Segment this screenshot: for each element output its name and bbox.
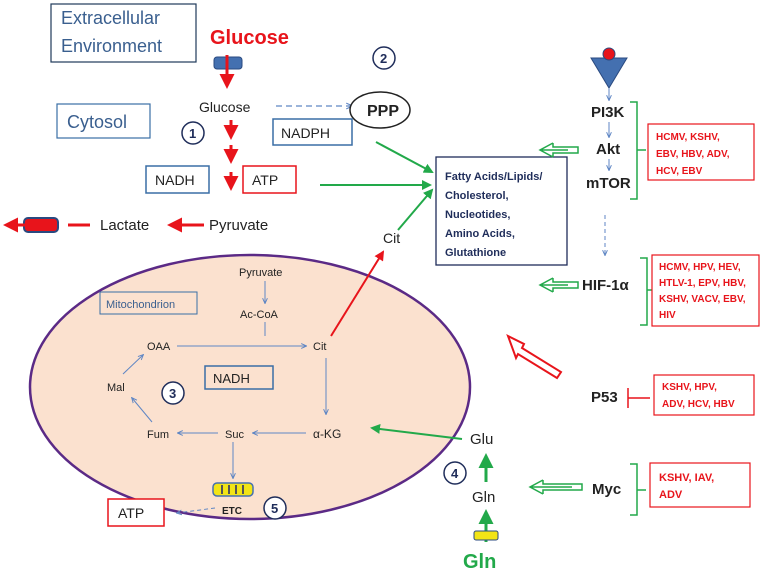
atp-etc-label: ATP xyxy=(118,505,144,521)
fum-to-mal-arrow xyxy=(132,398,153,423)
akt-label: Akt xyxy=(596,141,620,158)
atp-cytosol-box xyxy=(242,165,297,194)
receptor-icon xyxy=(590,47,628,89)
ppp-label: PPP xyxy=(367,103,399,120)
citrate-export-arrow xyxy=(330,250,385,337)
p53-open-arrow xyxy=(506,333,563,380)
nadph-box xyxy=(272,118,353,146)
atp-etc-box xyxy=(107,498,165,527)
hif1a-virus-line-2: HTLV-1, EPV, HBV, xyxy=(659,278,746,289)
hif1a-virus-line-1: HCMV, HPV, HEV, xyxy=(659,262,741,273)
pyruvate-cytosol: Pyruvate xyxy=(209,217,268,234)
extracellular-label-line1: Extracellular xyxy=(61,8,160,28)
hif1a-virus-line-3: KSHV, VACV, EBV, xyxy=(659,294,746,305)
cit-to-products-arrow xyxy=(397,188,434,231)
hif1a-open-arrow xyxy=(538,277,579,293)
extracellular-label-line2: Environment xyxy=(61,36,162,56)
myc-open-arrow xyxy=(528,479,583,495)
glu-cytosol: Glu xyxy=(470,431,493,448)
svg-text:1: 1 xyxy=(189,126,196,141)
mtor-label: mTOR xyxy=(586,175,631,192)
nadph-label: NADPH xyxy=(281,125,330,141)
etc-complex xyxy=(212,482,254,497)
mitochondrion-label: Mitochondrion xyxy=(106,299,175,311)
p53-virus-line-1: KSHV, HPV, xyxy=(662,382,717,393)
mitochondrion-label-box xyxy=(99,291,198,315)
p53-virus-box xyxy=(653,374,755,416)
pi3k-virus-line-3: HCV, EBV xyxy=(656,166,703,177)
myc-label: Myc xyxy=(592,481,621,498)
product-line-1: Fatty Acids/Lipids/ xyxy=(445,171,542,183)
mito-suc: Suc xyxy=(225,429,244,441)
nadh-cytosol-box xyxy=(145,165,210,194)
ppp-to-products-arrow xyxy=(375,141,434,173)
step-3-badge: 3 xyxy=(161,381,185,405)
mito-accoa: Ac-CoA xyxy=(240,309,279,321)
hif1a-label: HIF-1α xyxy=(582,277,630,294)
gln-cytosol: Gln xyxy=(472,489,495,506)
step-4-badge: 4 xyxy=(443,461,467,485)
mito-fum: Fum xyxy=(147,429,169,441)
hif1a-virus-box xyxy=(651,254,760,327)
pi3k-bracket xyxy=(630,101,646,200)
lactate-transporter xyxy=(23,217,59,233)
nadh-mito-box xyxy=(204,365,274,390)
cit-cytosol: Cit xyxy=(383,230,400,246)
p53-virus-line-2: ADV, HCV, HBV xyxy=(662,399,735,410)
myc-virus-line-1: KSHV, IAV, xyxy=(659,472,714,484)
extracellular-box xyxy=(50,3,197,63)
svg-text:4: 4 xyxy=(451,466,459,481)
lactate-label: Lactate xyxy=(100,217,149,234)
cytosol-box xyxy=(56,103,151,139)
step-5-badge: 5 xyxy=(263,496,287,520)
glu-to-akg-arrow xyxy=(370,424,463,440)
gln-extracellular-label: Gln xyxy=(463,551,496,573)
hif1a-virus-line-4: HIV xyxy=(659,310,676,321)
mito-oaa: OAA xyxy=(147,341,171,353)
nadh-cytosol-label: NADH xyxy=(155,172,195,188)
p53-inhibition-mark xyxy=(627,388,650,408)
mito-akg: α-KG xyxy=(313,427,341,441)
product-line-5: Glutathione xyxy=(445,247,506,259)
mito-mal: Mal xyxy=(107,382,125,394)
pi3k-virus-line-1: HCMV, KSHV, xyxy=(656,132,720,143)
product-line-4: Amino Acids, xyxy=(445,228,515,240)
product-line-3: Nucleotides, xyxy=(445,209,510,221)
cytosol-label: Cytosol xyxy=(67,112,127,132)
p53-label: P53 xyxy=(591,389,618,406)
glucose-cytosol: Glucose xyxy=(199,99,251,115)
biosynthesis-products-box xyxy=(435,156,568,266)
glucose-extracellular-label: Glucose xyxy=(210,27,289,49)
etc-to-atp-arrow xyxy=(177,507,216,513)
mito-pyruvate: Pyruvate xyxy=(239,267,282,279)
atp-cytosol-label: ATP xyxy=(252,172,278,188)
pi3k-label: PI3K xyxy=(591,104,625,121)
myc-virus-line-2: ADV xyxy=(659,489,683,501)
pi3k-virus-line-2: EBV, HBV, ADV, xyxy=(656,149,730,160)
etc-label: ETC xyxy=(222,506,242,517)
svg-text:3: 3 xyxy=(169,386,176,401)
svg-text:2: 2 xyxy=(380,51,387,66)
ppp-node xyxy=(349,91,411,129)
nadh-mito-label: NADH xyxy=(213,371,250,386)
step-1-badge: 1 xyxy=(181,121,205,145)
myc-virus-box xyxy=(649,462,751,508)
mtor-open-arrow xyxy=(538,142,579,158)
product-line-2: Cholesterol, xyxy=(445,190,509,202)
step-2-badge: 2 xyxy=(372,46,396,70)
gln-transporter xyxy=(473,530,499,541)
svg-text:5: 5 xyxy=(271,501,278,516)
mito-cit: Cit xyxy=(313,341,326,353)
pi3k-virus-box xyxy=(647,123,755,181)
mal-to-oaa-arrow xyxy=(122,355,143,375)
myc-bracket xyxy=(630,463,646,516)
